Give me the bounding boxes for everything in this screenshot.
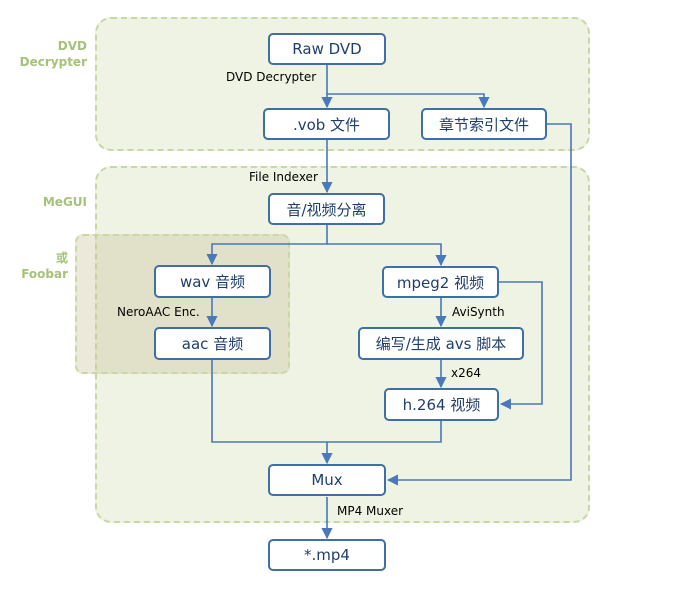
edge-h264-to-mux (327, 421, 442, 443)
node-h264-video: h.264 视频 (384, 388, 499, 421)
edge-mpeg2-to-h264 (499, 281, 543, 410)
edge-split-to-wav (206, 224, 328, 266)
edge-label-dvd-decrypter: DVD Decrypter (226, 70, 317, 84)
edge-split-to-mpeg2 (327, 243, 447, 267)
node-raw-dvd: Raw DVD (268, 33, 386, 65)
node-mpeg2-video: mpeg2 视频 (382, 266, 499, 298)
edge-label-mp4-muxer: MP4 Muxer (337, 504, 404, 518)
region-label-megui: MeGUI (42, 195, 87, 209)
edge-chapter-to-mux (386, 123, 572, 486)
node-vob-file: .vob 文件 (263, 108, 390, 140)
node-avs-script: 编写/生成 avs 脚本 (358, 327, 524, 360)
edge-aac-to-mux (211, 360, 333, 465)
edge-label-file-indexer: File Indexer (249, 170, 318, 184)
node-mp4: *.mp4 (268, 539, 386, 571)
region-label-dvd-decrypter: DVD Decrypter (19, 39, 87, 69)
node-mux: Mux (268, 464, 386, 496)
edge-label-avisynth: AviSynth (452, 305, 505, 319)
node-aac-audio: aac 音频 (154, 327, 271, 360)
node-av-split: 音/视频分离 (268, 193, 385, 225)
edge-raw-to-chapter (327, 93, 490, 109)
edge-label-x264: x264 (451, 366, 482, 380)
node-chapter-index-file: 章节索引文件 (421, 108, 547, 140)
node-wav-audio: wav 音频 (154, 265, 271, 298)
edge-label-neroaac: NeroAAC Enc. (117, 305, 200, 319)
region-label-foobar: 或 Foobar (21, 251, 68, 281)
